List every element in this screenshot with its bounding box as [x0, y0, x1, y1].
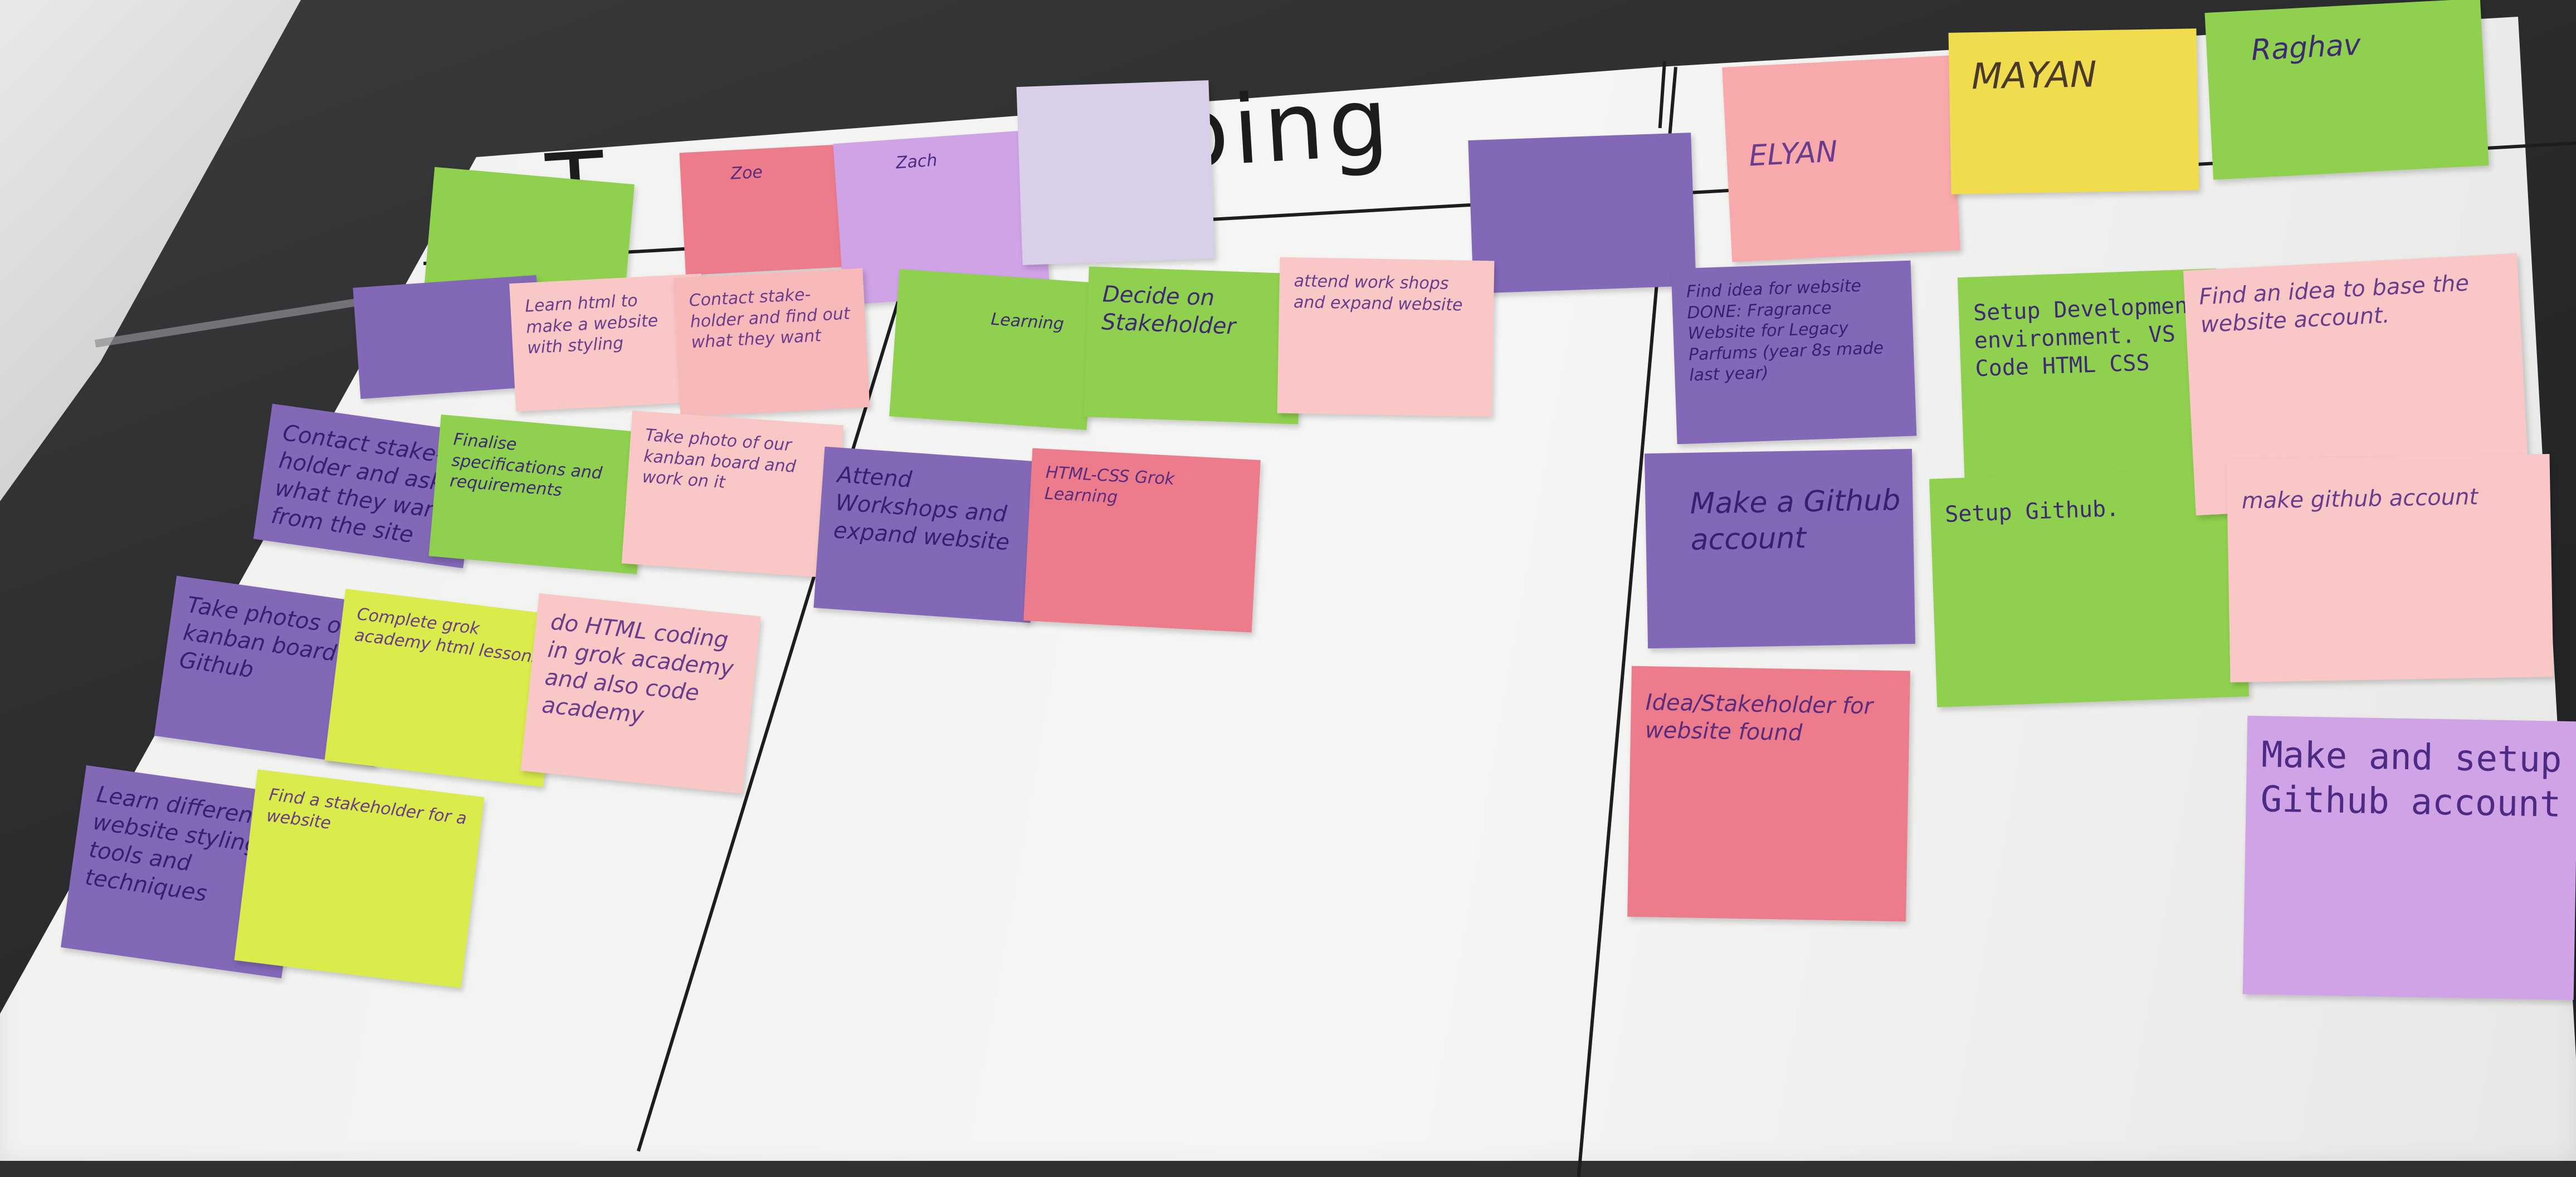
note-make-setup-github: Make and setup Github account — [2242, 715, 2576, 1000]
note-make-github: Make a Github account — [1644, 448, 1916, 649]
note-decide-stakeholder: Decide on Stakeholder — [1084, 266, 1304, 424]
name-tag-mayan: MAYAN — [1948, 28, 2199, 194]
note-attend-workshops-1: attend work shops and expand website — [1277, 257, 1495, 417]
note-attend-workshops-2: Attend Workshops and expand website — [813, 446, 1042, 623]
name-tag-raghav: Raghav — [2204, 0, 2489, 180]
note-html-css-grok: HTML-CSS Grok Learning — [1023, 448, 1261, 633]
name-tag-elyan: ELYAN — [1722, 55, 1960, 262]
blank-note-purple — [1468, 133, 1696, 294]
note-stakeholder-found: Idea/Stakeholder for website found — [1627, 666, 1910, 922]
note-learning: Learning — [889, 268, 1097, 431]
note-finalise-specs: Finalise specifications and requirements — [428, 414, 650, 574]
note-make-github-lower: make github account — [2226, 453, 2554, 683]
blank-note-lavender — [1016, 80, 1215, 265]
note-html-coding: do HTML coding in grok academy and also … — [520, 593, 761, 794]
note-find-idea-done: Find idea for website DONE: Fragrance We… — [1671, 260, 1917, 445]
note-find-stakeholder: Find a stakeholder for a website — [234, 769, 485, 988]
note-setup-dev-env: Setup Development environment. VS Code H… — [1957, 268, 2224, 478]
note-photo-kanban: Take photo of our kanban board and work … — [621, 411, 844, 578]
note-contact-stakeholder-1: Contact stake-holder and find out what t… — [673, 268, 870, 417]
